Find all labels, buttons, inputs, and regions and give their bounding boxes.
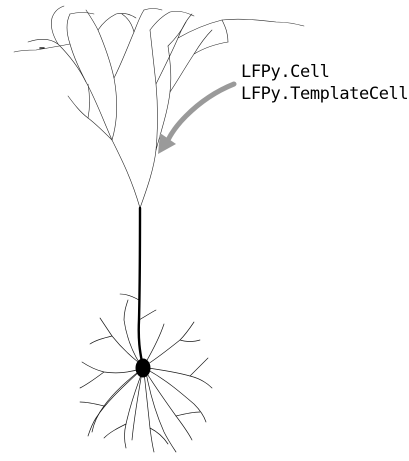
- basal-dendrites: [79, 299, 213, 453]
- apical-trunk: [137, 206, 144, 364]
- pyramidal-neuron: [13, 5, 305, 453]
- apical-oblique-right: [138, 309, 157, 321]
- apical-tuft: [13, 5, 305, 209]
- apical-oblique-left: [119, 293, 140, 301]
- lfpy-cell-label: LFPy.Cell: [241, 62, 330, 82]
- pointer-arrow: [158, 81, 237, 154]
- lfpy-templatecell-label: LFPy.TemplateCell: [241, 84, 409, 104]
